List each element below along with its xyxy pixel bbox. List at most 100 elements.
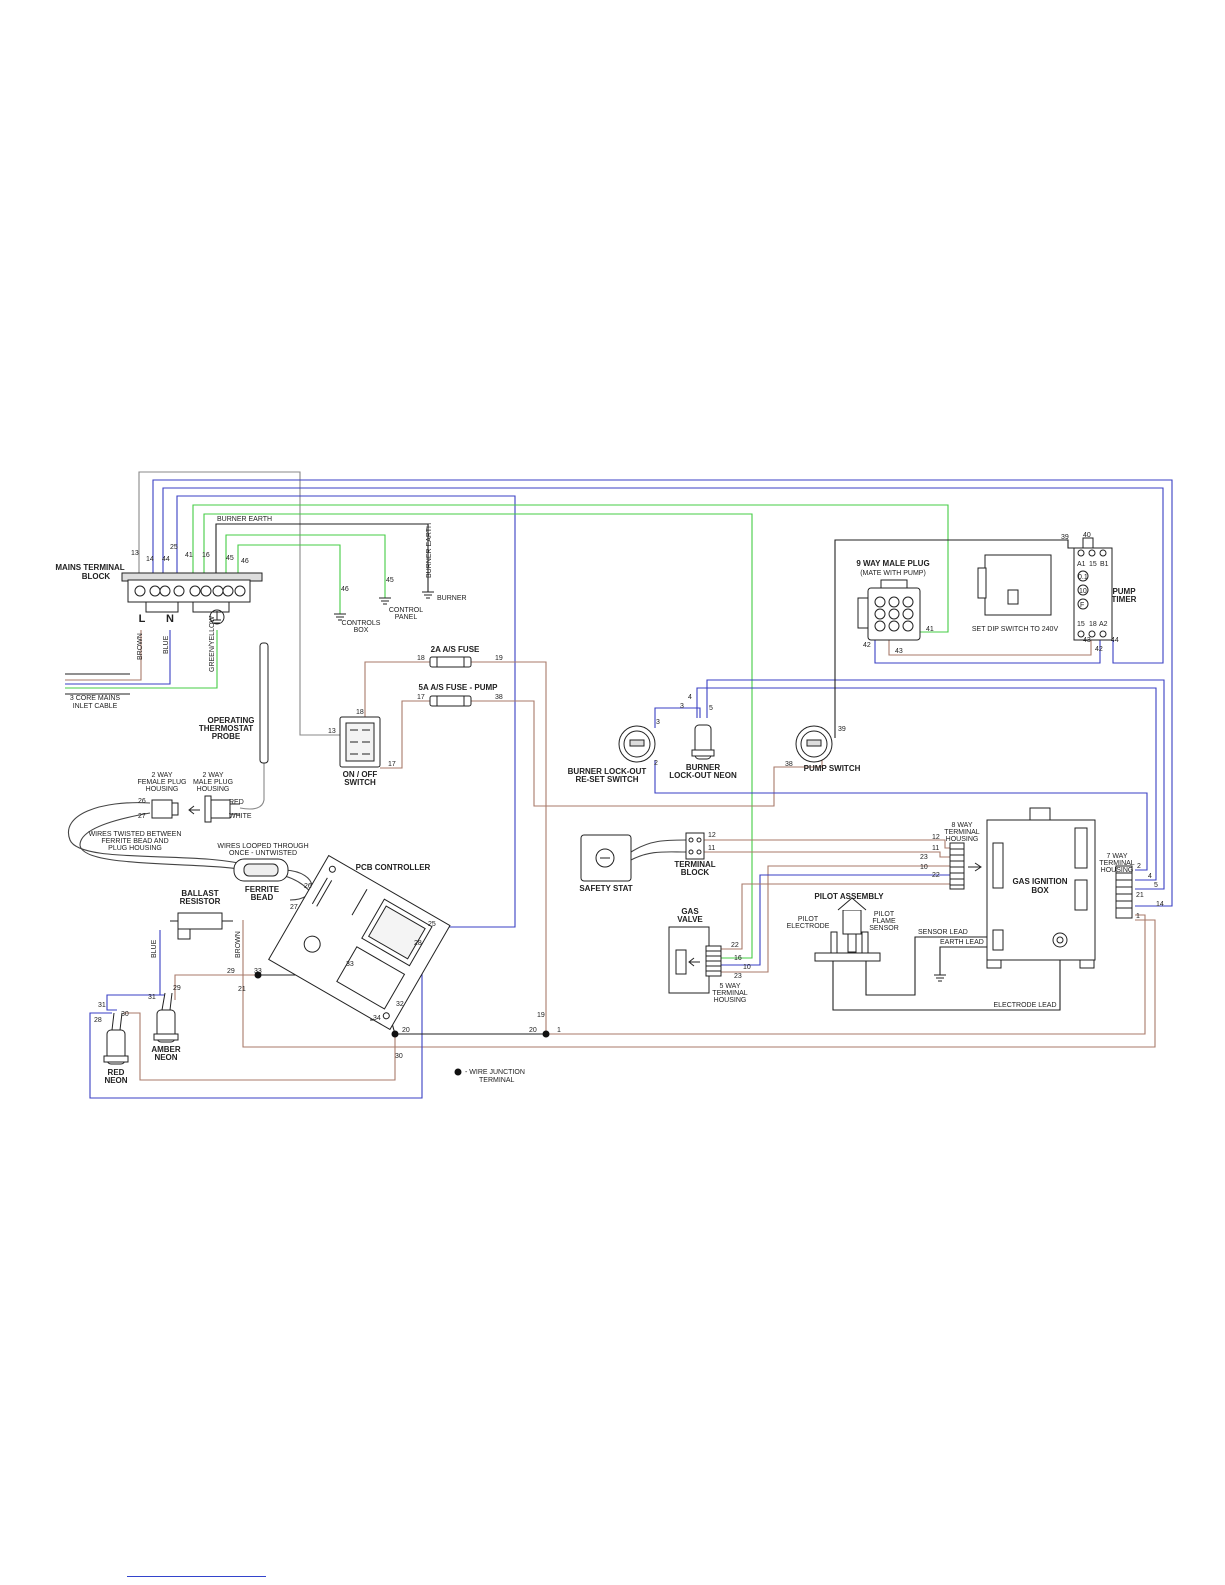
terminal-block — [685, 832, 705, 860]
wire-number: 12 — [932, 834, 940, 841]
pcb-controller-label: PCB CONTROLLER — [356, 863, 431, 872]
timer-terminal-b1: B1 — [1100, 561, 1109, 568]
wire-number: 11 — [932, 845, 939, 852]
junction-dot — [542, 1030, 550, 1038]
wire-number: 43 — [1083, 637, 1091, 644]
ballast-blue-label: BLUE — [151, 939, 158, 958]
wire-number: 18 — [356, 709, 364, 716]
burner-lockout-reset-switch[interactable] — [618, 725, 656, 763]
wire-38 — [471, 700, 823, 807]
wire-11 — [704, 851, 950, 858]
inlet-blue — [65, 630, 171, 685]
wire-number: 21 — [1136, 892, 1144, 899]
wire-earth-lead — [939, 946, 993, 975]
ground-controls-box — [334, 613, 346, 621]
neutral-terminal-label: N — [166, 613, 174, 625]
wire-number: 46 — [341, 586, 349, 593]
wire-number: 30 — [395, 1053, 403, 1060]
pilot-assembly-label: PILOT ASSEMBLY — [814, 892, 884, 901]
timer-bottom-18: 18 — [1089, 621, 1097, 628]
wire-number: 45 — [226, 555, 234, 562]
inlet-sheath — [65, 673, 130, 695]
wire-number: 29 — [173, 985, 181, 992]
fuse-5a — [429, 695, 472, 707]
wire-stat-b — [630, 851, 687, 861]
wire-41 — [192, 504, 949, 633]
thermo-lead — [239, 763, 265, 810]
wire-number: 12 — [708, 832, 716, 839]
ferrite-bead — [233, 858, 289, 882]
arrow-icon — [688, 957, 700, 967]
wire-number: 33 — [346, 961, 354, 968]
wire-number: 25 — [170, 544, 178, 551]
sensor-lead-label: SENSOR LEAD — [918, 929, 968, 936]
wire-number: 10 — [743, 964, 751, 971]
wire-42 — [874, 640, 1101, 664]
wire-number: 27 — [290, 904, 298, 911]
wire-16 — [203, 513, 753, 959]
earth-symbol — [209, 609, 225, 625]
inlet-green — [65, 630, 218, 689]
dip-switch-label: SET DIP SWITCH TO 240V — [972, 626, 1059, 633]
wire-21-brown — [242, 919, 1156, 1048]
nine-way-male-plug — [857, 579, 921, 641]
ground-control-panel — [379, 597, 391, 605]
wire-number: 30 — [121, 1011, 129, 1018]
red-neon — [103, 1012, 129, 1065]
pilot-assembly — [814, 897, 881, 962]
eight-way-housing — [949, 842, 965, 890]
wire-31 — [106, 994, 165, 1011]
male-plug-housing — [204, 795, 240, 823]
wire-number: 40 — [1083, 532, 1091, 539]
wire-number: 19 — [495, 655, 503, 662]
wire-number: 34 — [373, 1015, 381, 1022]
wire-number: 22 — [731, 942, 739, 949]
timer-terminal-a1: A1 — [1077, 561, 1086, 568]
wire-burner-earth — [215, 523, 429, 592]
wire-number: 41 — [926, 626, 934, 633]
wire-number: 1 — [1136, 913, 1140, 920]
on-off-switch[interactable] — [339, 716, 381, 768]
wire-number: 16 — [734, 955, 742, 962]
wire-number: 13 — [131, 550, 139, 557]
pump-switch[interactable] — [795, 725, 833, 763]
wire-number: 42 — [1095, 646, 1103, 653]
junction-dot-legend — [454, 1068, 462, 1076]
mains-terminal-block — [121, 572, 263, 613]
nine-way-plug-label: 9 WAY MALE PLUG — [856, 559, 929, 568]
wire-number: 32 — [396, 1001, 404, 1008]
live-terminal-label: L — [139, 613, 146, 625]
blue-wire-label: BLUE — [163, 635, 170, 654]
wire-18 — [364, 661, 430, 718]
wire-number: 10 — [920, 864, 928, 871]
footer-rule — [127, 1576, 266, 1577]
wire-39 — [834, 539, 1080, 738]
wire-45 — [225, 534, 386, 598]
safety-stat-label: SAFETY STAT — [579, 884, 632, 893]
wire-number: 25 — [428, 921, 436, 928]
seven-way-housing — [1115, 865, 1133, 919]
junction-dot — [254, 971, 262, 979]
burner-earth-label: BURNER EARTH — [217, 516, 272, 523]
timer-dial-f: F — [1080, 602, 1084, 609]
thermostat-probe — [259, 642, 269, 764]
wire-reset-2 — [654, 760, 1148, 871]
wire-number: 3 — [680, 703, 684, 710]
arrow-icon — [188, 805, 200, 815]
junction-dot — [391, 1030, 399, 1038]
wire-number: 28 — [94, 1017, 102, 1024]
wire-neon-5 — [706, 679, 1165, 890]
safety-stat — [580, 834, 632, 882]
wire-30 — [124, 1012, 396, 1081]
wire-number: 17 — [388, 761, 396, 768]
